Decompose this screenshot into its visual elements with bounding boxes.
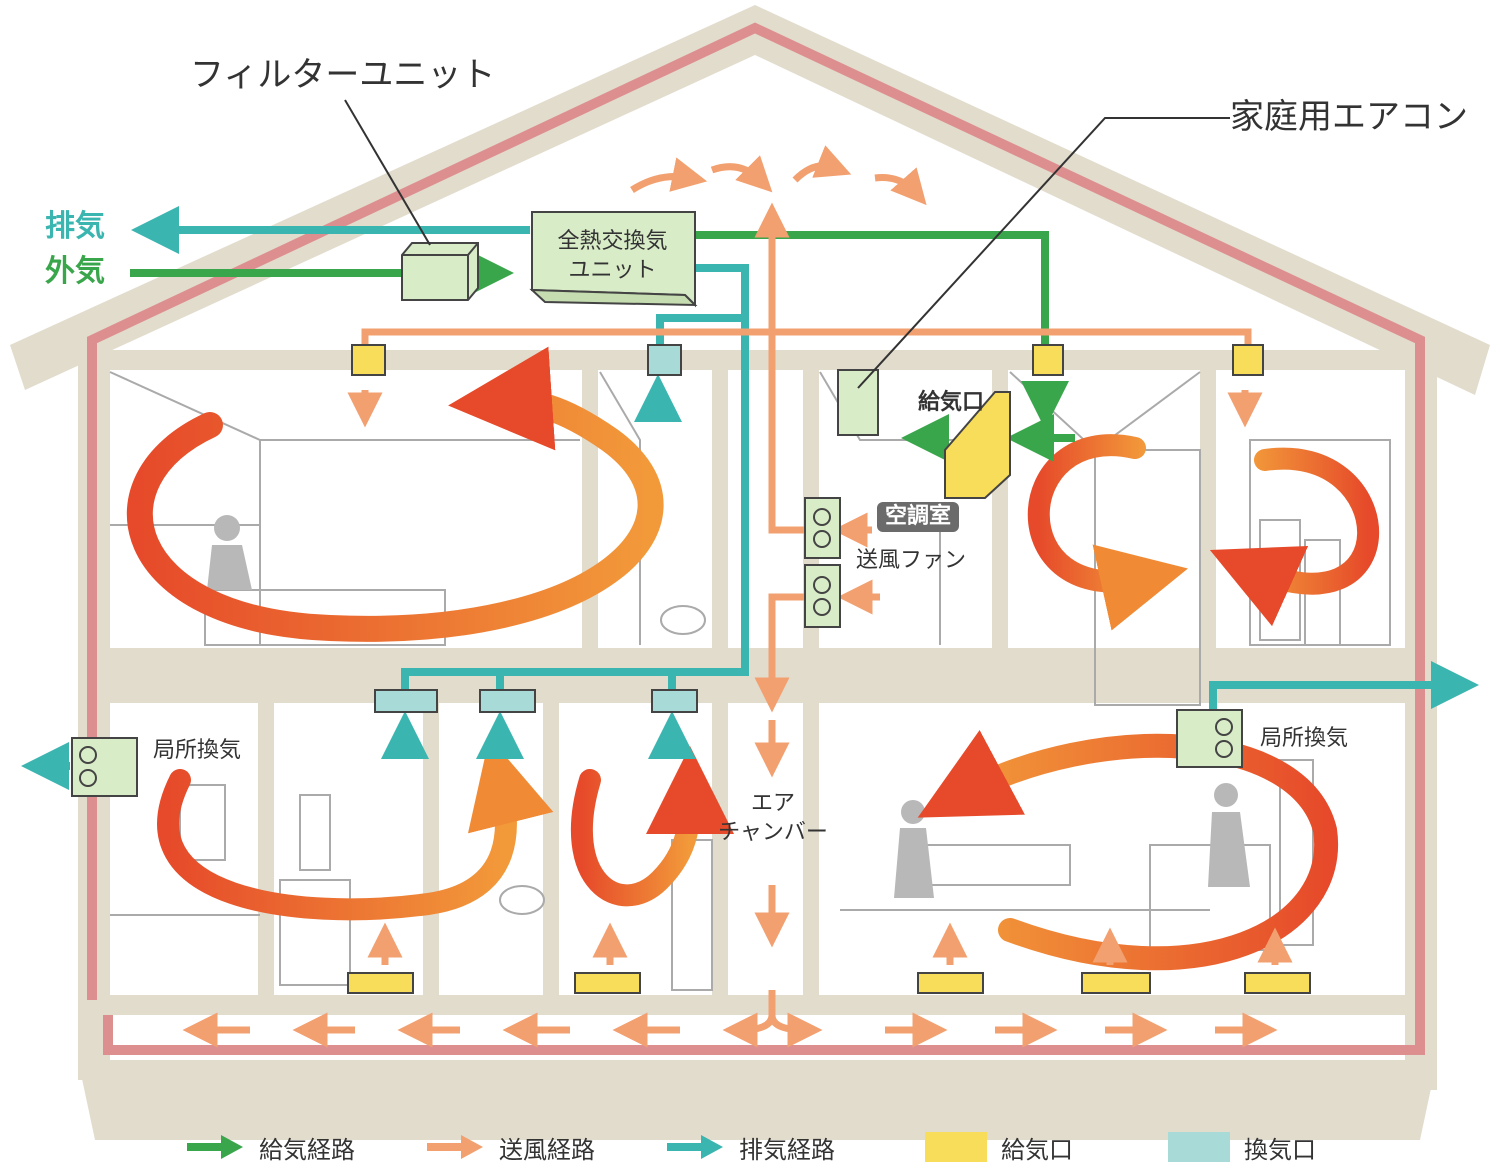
local-vent-fans xyxy=(71,709,1243,797)
blower-fan-label: 送風ファン xyxy=(856,548,967,573)
legend-exhaust-port: 換気口 xyxy=(1168,1122,1316,1172)
aircon-box xyxy=(837,369,879,436)
teal-swatch-icon xyxy=(1168,1132,1230,1162)
legend-label: 給気口 xyxy=(1001,1135,1073,1164)
ac-room-badge: 空調室 xyxy=(877,502,960,532)
outside-air-label: 外気 xyxy=(45,254,105,289)
air-chamber-label: エア チャンバー xyxy=(718,791,828,845)
legend-label: 給気経路 xyxy=(259,1135,355,1164)
supply-ports xyxy=(347,344,1311,994)
home-aircon-label: 家庭用エアコン xyxy=(1230,97,1468,137)
blower-air-paths xyxy=(182,145,1293,1048)
filter-unit-box xyxy=(401,242,479,301)
person-silhouettes xyxy=(207,515,1250,898)
legend-supply-path: 給気経路 xyxy=(185,1122,355,1172)
erv-unit-label: 全熱交換気 ユニット xyxy=(557,229,668,283)
filter-unit-label: フィルターユニット xyxy=(190,55,496,95)
teal-arrow-icon xyxy=(667,1135,723,1159)
exhaust-air-paths xyxy=(21,206,1479,790)
callout-lines xyxy=(344,99,1230,389)
exhaust-label: 排気 xyxy=(45,209,105,244)
legend-label: 換気口 xyxy=(1244,1135,1316,1164)
local-vent-left-label: 局所換気 xyxy=(153,738,242,763)
green-arrow-icon xyxy=(187,1135,243,1159)
legend: 給気経路 送風経路 排気経路 給気口 換気口 xyxy=(0,1122,1500,1172)
legend-label: 送風経路 xyxy=(499,1135,595,1164)
legend-exhaust-path: 排気経路 xyxy=(665,1122,835,1172)
circulation-swirls xyxy=(126,346,1379,971)
exhaust-ports xyxy=(374,344,698,713)
local-vent-right-label: 局所換気 xyxy=(1260,726,1349,751)
yellow-swatch-icon xyxy=(925,1132,987,1162)
supply-port-label: 給気口 xyxy=(918,390,985,415)
erv-unit-box xyxy=(529,211,698,308)
orange-arrow-icon xyxy=(427,1135,483,1159)
blower-fans xyxy=(804,497,841,628)
legend-label: 排気経路 xyxy=(739,1135,835,1164)
legend-supply-port: 給気口 xyxy=(925,1122,1073,1172)
legend-blow-path: 送風経路 xyxy=(425,1122,595,1172)
